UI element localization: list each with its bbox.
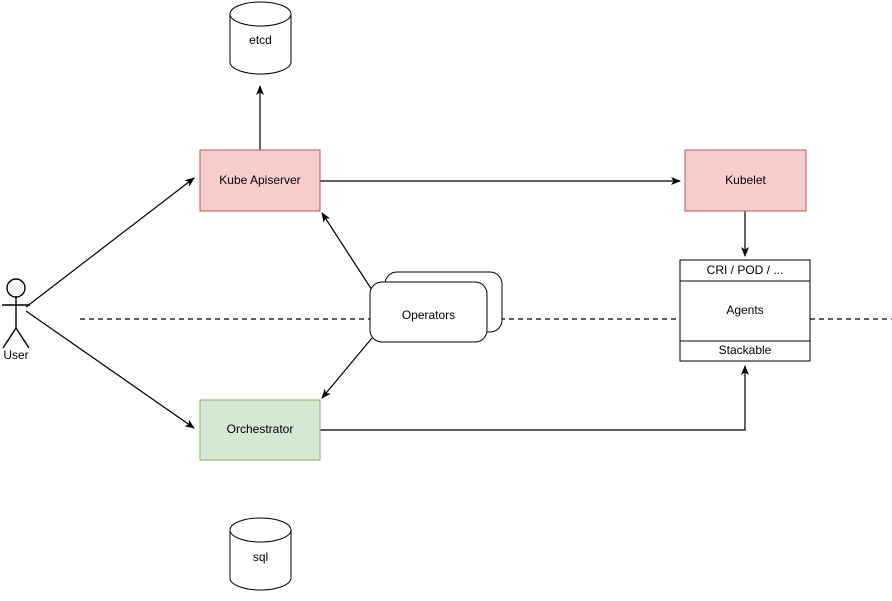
edge-operators-to-orchestrator — [321, 337, 373, 399]
edge-user-to-apiserver — [25, 177, 195, 308]
node-kube-apiserver: Kube Apiserver — [199, 149, 321, 212]
node-agents-stack: CRI / POD / ... Agents Stackable — [679, 259, 811, 362]
node-etcd: etcd — [229, 1, 292, 75]
node-sql-label: sql — [253, 550, 268, 564]
node-kubelet-label: Kubelet — [725, 173, 766, 187]
edge-orchestrator-to-stackable — [320, 365, 749, 431]
edge-operators-to-apiserver — [321, 212, 373, 291]
actor-user: User — [2, 278, 30, 362]
node-operators: Operators — [369, 271, 503, 343]
edge-user-to-orchestrator — [25, 310, 195, 429]
node-stackable-label: Stackable — [719, 343, 772, 357]
node-sql: sql — [229, 517, 292, 591]
node-operators-label: Operators — [402, 308, 455, 322]
node-orchestrator-label: Orchestrator — [227, 422, 294, 436]
node-orchestrator: Orchestrator — [199, 399, 321, 461]
actor-user-label: User — [3, 348, 28, 362]
node-cri-pod-label: CRI / POD / ... — [707, 263, 784, 277]
node-etcd-label: etcd — [249, 33, 272, 47]
node-agents-label: Agents — [726, 303, 763, 317]
node-kubelet: Kubelet — [684, 149, 807, 212]
node-kube-apiserver-label: Kube Apiserver — [219, 173, 300, 187]
